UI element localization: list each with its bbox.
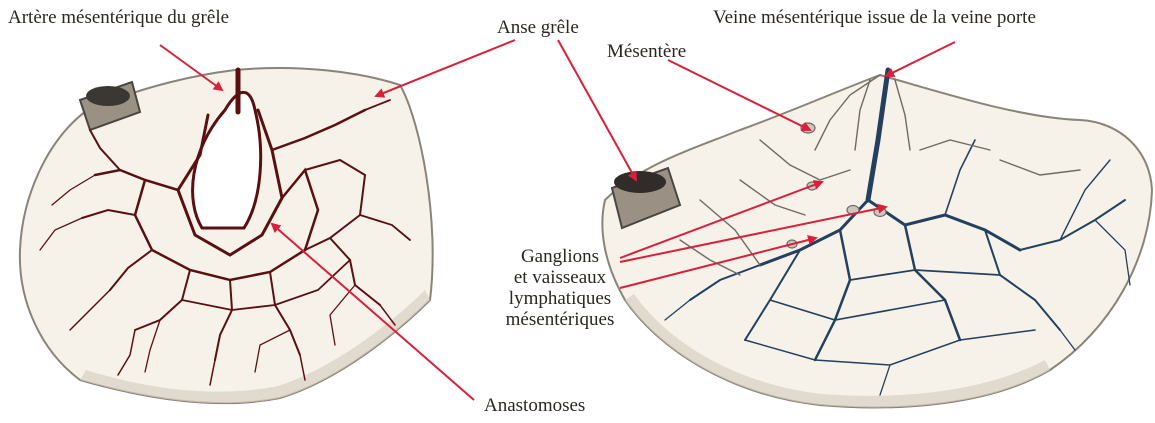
label-anastomoses: Anastomoses [484, 396, 585, 415]
label-lymph-line3: lymphatiques [480, 288, 640, 309]
left-mesentery-illustration [20, 68, 433, 403]
arrow-small-loop-left [376, 40, 515, 96]
right-mesentery-fan [602, 75, 1152, 407]
arrow-vein [886, 42, 955, 76]
label-lymph-line1: Ganglions [480, 246, 640, 267]
label-arterial-artery: Artère mésentérique du grêle [8, 8, 229, 27]
label-mesentery: Mésentère [607, 42, 686, 61]
right-mesentery-illustration [602, 70, 1152, 407]
left-intestine-lumen [86, 86, 130, 106]
arrow-mesentery [668, 60, 810, 130]
right-intestine-lumen [614, 171, 666, 193]
label-lymph-line2: et vaisseaux [480, 267, 640, 288]
label-vein: Veine mésentérique issue de la veine por… [713, 8, 1036, 27]
label-lymph-line4: mésentériques [480, 309, 640, 330]
label-small-loop: Anse grêle [497, 18, 579, 37]
label-lymph-block: Ganglions et vaisseaux lymphatiques mése… [480, 246, 640, 330]
